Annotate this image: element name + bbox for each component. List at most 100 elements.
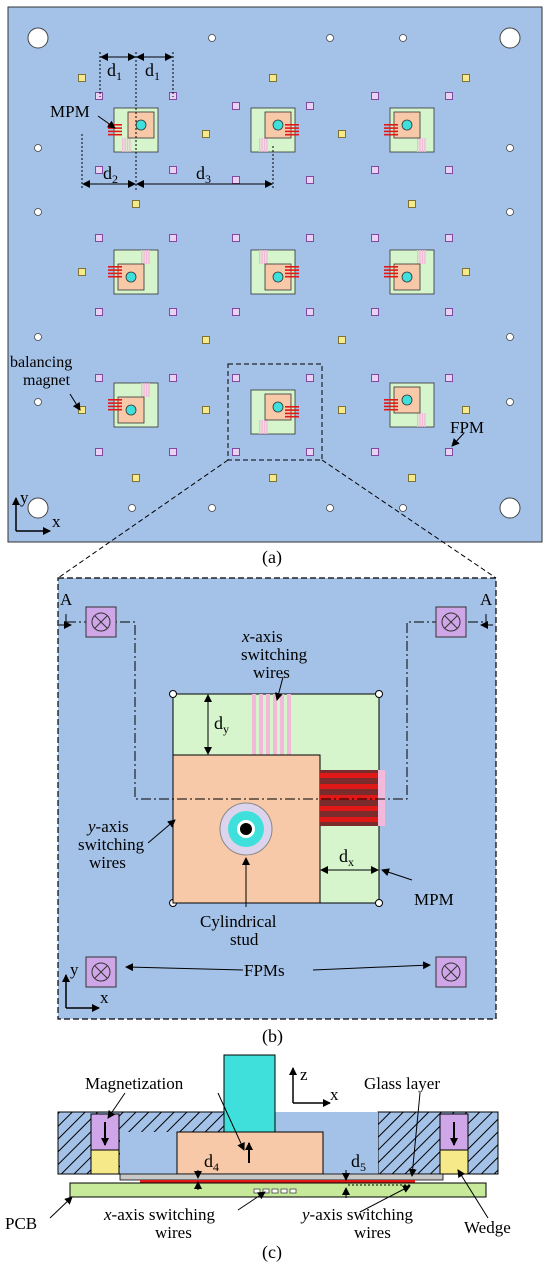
glass-layer (119, 1173, 444, 1181)
section-line (59, 614, 493, 800)
mpm-module (108, 107, 159, 153)
balancing-magnet (269, 474, 277, 482)
fpm-label: FPM (450, 418, 484, 437)
mounting-hole (27, 27, 49, 49)
dx-label: dx (339, 846, 354, 869)
section-label-right: A (480, 590, 493, 609)
fpm-left-stack (90, 1113, 120, 1175)
fpm-marker (95, 166, 103, 174)
balancing-magnet (202, 406, 210, 414)
axis-x-label-a: x (52, 512, 61, 531)
y-wires-strip (140, 1180, 415, 1184)
panel-a: d1 d1 d2 d3 MPM balancing magnet FPM y x… (7, 6, 543, 568)
fpm-marker (445, 92, 453, 100)
small-hole (208, 504, 216, 512)
axis-y-label-a: y (20, 488, 29, 507)
x-wires-label-2: switching (241, 645, 308, 664)
mpm-module (108, 249, 159, 295)
x-wires-section (253, 1188, 297, 1194)
balancing-magnet (132, 474, 140, 482)
balancing-magnets (78, 74, 470, 482)
fpm-marker (232, 308, 240, 316)
mpm-module (250, 107, 299, 153)
x-wire-section (280, 1188, 288, 1194)
panel-c: z x Magnetization Glass layer d4 d5 PCB … (5, 1054, 511, 1263)
axis-y-label-b: y (70, 960, 79, 979)
x-wire-section (253, 1188, 261, 1194)
axis-x-label-c: x (330, 1085, 339, 1104)
panel-b: A A dy dx x-axis switching wires y-axis … (57, 577, 497, 1047)
fpm-symbol (435, 606, 467, 638)
mpm-module (384, 382, 435, 428)
fpm-marker (169, 374, 177, 382)
y-wires-label-2: switching (78, 835, 145, 854)
y-wire (320, 773, 380, 778)
axes-a (12, 497, 51, 535)
fpm-markers (95, 92, 453, 456)
small-hole (506, 398, 514, 406)
d4-label: d4 (204, 1151, 219, 1174)
x-wire (259, 694, 263, 755)
small-hole (506, 333, 514, 341)
y-wire (320, 817, 380, 822)
x-wire (280, 694, 284, 755)
fpm-marker (371, 448, 379, 456)
fpm-marker (371, 374, 379, 382)
fpm-symbol (435, 956, 467, 988)
b-dimensions (125, 676, 431, 972)
fpm-marker (371, 234, 379, 242)
small-hole (34, 144, 42, 152)
fpm-marker (95, 308, 103, 316)
balancing-magnet (462, 268, 470, 276)
housing-right (377, 1111, 499, 1175)
d5-label: d5 (351, 1151, 366, 1174)
fpm-marker (371, 92, 379, 100)
mpm-corner-holes (169, 690, 383, 907)
fpm-marker (371, 166, 379, 174)
axes-c (289, 1067, 331, 1107)
x-wire (273, 694, 277, 755)
fpm-symbol (85, 956, 117, 988)
d3-label: d3 (196, 163, 211, 186)
balancing-magnet (338, 130, 346, 138)
y-wire (320, 795, 380, 800)
mounting-hole (499, 27, 521, 49)
section-label-left: A (60, 590, 73, 609)
x-wires-label-1: x-axis (241, 627, 283, 646)
axes-b (62, 974, 100, 1012)
fpm-marker (445, 166, 453, 174)
small-hole (34, 333, 42, 341)
fpm-marker (232, 102, 240, 110)
small-hole (326, 504, 334, 512)
fpm-markers-b (85, 606, 467, 988)
mpm-label-b: MPM (414, 890, 454, 909)
small-holes (34, 34, 514, 512)
x-wire-section (289, 1188, 297, 1194)
wedge-label: Wedge (464, 1218, 511, 1237)
mounting-hole (499, 497, 521, 519)
small-hole (506, 208, 514, 216)
fpm-marker (95, 92, 103, 100)
small-hole (34, 208, 42, 216)
balancing-magnet (132, 200, 140, 208)
fpms-label: FPMs (244, 961, 285, 980)
balancing-magnet (462, 74, 470, 82)
fpm-marker (232, 374, 240, 382)
wire-edge (378, 770, 385, 826)
small-hole (326, 34, 334, 42)
small-hole (399, 504, 407, 512)
mounting-hole (27, 497, 49, 519)
balancing-magnet-label-2: magnet (23, 372, 71, 389)
stud-label-2: stud (230, 930, 259, 949)
dy-label: dy (214, 713, 229, 736)
fpm-marker (445, 448, 453, 456)
mpm-module (384, 107, 435, 153)
x-wires-label-3: wires (253, 663, 290, 682)
axis-x-label-b: x (100, 988, 109, 1007)
mpm-module (384, 249, 435, 295)
cylindrical-stud (219, 802, 273, 856)
fpm-symbol (85, 606, 117, 638)
mpm-label: MPM (50, 102, 90, 121)
fpm-marker (445, 374, 453, 382)
